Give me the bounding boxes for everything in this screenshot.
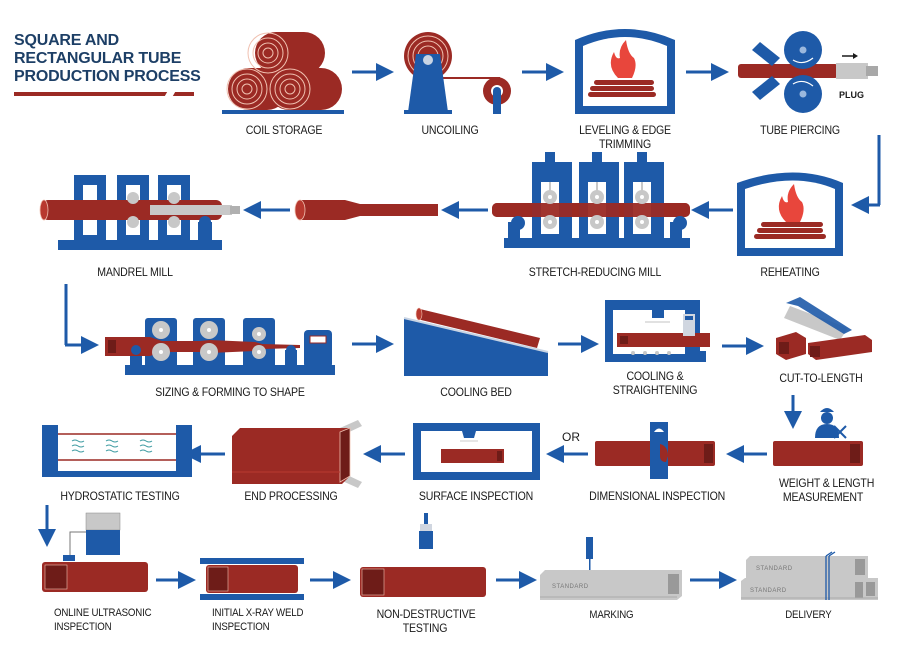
step-label-line: INSPECTION xyxy=(212,621,270,633)
step-label-marking: MARKING xyxy=(589,609,634,621)
saw-icon xyxy=(776,297,872,360)
step-label-line: ONLINE ULTRASONIC xyxy=(54,607,152,619)
step-label-line: NON-DESTRUCTIVE xyxy=(376,607,476,621)
water-tank-icon xyxy=(42,425,192,477)
delivery-stamp-top: STANDARD xyxy=(756,566,793,572)
inspection-chamber-icon xyxy=(413,423,540,480)
step-label-end-processing: END PROCESSING xyxy=(244,489,338,503)
step-label-dimensional: DIMENSIONAL INSPECTION xyxy=(589,489,726,503)
step-label-leveling: LEVELING & EDGE TRIMMING xyxy=(568,123,682,151)
title-line-3: PRODUCTION PROCESS xyxy=(14,68,201,85)
furnace-icon xyxy=(737,172,843,256)
sizing-mill-icon xyxy=(105,318,335,375)
step-label-delivery: DELIVERY xyxy=(785,609,832,621)
step-label-line: STRAIGHTENING xyxy=(612,383,698,397)
step-label-line: INITIAL X-RAY WELD xyxy=(212,607,304,619)
step-label-cooling-bed: COOLING BED xyxy=(440,385,512,399)
step-label-ndt: NON-DESTRUCTIVE TESTING xyxy=(376,607,476,635)
bundle-icon: STANDARD STANDARD xyxy=(741,551,878,600)
or-label: OR xyxy=(562,430,580,444)
title-line-1: SQUARE AND xyxy=(14,32,119,49)
straightener-icon xyxy=(605,300,710,362)
step-label-cut-to-length: CUT-TO-LENGTH xyxy=(779,371,863,385)
step-label-surface: SURFACE INSPECTION xyxy=(418,489,534,503)
step-label-xray: INITIAL X-RAY WELD INSPECTION xyxy=(212,606,304,634)
step-label-tube-piercing: TUBE PIERCING xyxy=(760,123,840,137)
marker-icon: STANDARD xyxy=(540,537,682,600)
marking-stamp: STANDARD xyxy=(552,584,589,590)
step-label-line: LEVELING & EDGE xyxy=(579,123,671,137)
step-label-line: MEASUREMENT xyxy=(782,490,864,504)
furnace-icon xyxy=(575,29,675,114)
gauge-icon xyxy=(595,422,715,479)
ultrasonic-icon xyxy=(42,512,148,592)
mandrel-mill-icon xyxy=(39,175,240,250)
step-label-coil-storage: COIL STORAGE xyxy=(245,123,323,137)
coil-stack-icon xyxy=(222,32,344,114)
uncoiler-icon xyxy=(404,32,511,114)
step-label-line: TRIMMING xyxy=(599,137,651,151)
step-label-weight-length: WEIGHT & LENGTH MEASUREMENT xyxy=(779,476,875,504)
piercing-rolls-icon xyxy=(738,31,878,113)
step-label-cooling-straightening: COOLING & STRAIGHTENING xyxy=(607,369,704,397)
step-label-line: INSPECTION xyxy=(54,621,112,633)
step-label-line: WEIGHT & LENGTH xyxy=(779,476,875,490)
diagram-title: SQUARE AND RECTANGULAR TUBE PRODUCTION P… xyxy=(14,32,201,86)
step-label-ultrasonic: ONLINE ULTRASONIC INSPECTION xyxy=(54,606,152,634)
step-label-hydrostatic: HYDROSTATIC TESTING xyxy=(60,489,180,503)
worker-icon xyxy=(773,408,863,466)
step-label-line: TESTING xyxy=(402,621,448,635)
step-label-stretch-reducing: STRETCH-REDUCING MILL xyxy=(528,265,662,279)
title-line-2: RECTANGULAR TUBE xyxy=(14,50,182,67)
step-label-reheating: REHEATING xyxy=(760,265,820,279)
step-label-sizing: SIZING & FORMING TO SHAPE xyxy=(155,385,305,399)
square-tube-icon xyxy=(232,420,362,488)
title-underline xyxy=(14,92,194,96)
step-label-line: COOLING & xyxy=(626,369,684,383)
cooling-bed-icon xyxy=(403,307,549,376)
step-label-uncoiling: UNCOILING xyxy=(421,123,479,137)
brush-icon xyxy=(360,513,486,597)
xray-icon xyxy=(200,558,304,600)
plug-annotation: PLUG xyxy=(839,90,865,100)
roll-stand-icon xyxy=(492,152,690,248)
delivery-stamp-bottom: STANDARD xyxy=(750,588,787,594)
tapered-tube-icon xyxy=(294,199,438,221)
step-label-mandrel-mill: MANDREL MILL xyxy=(97,265,173,279)
